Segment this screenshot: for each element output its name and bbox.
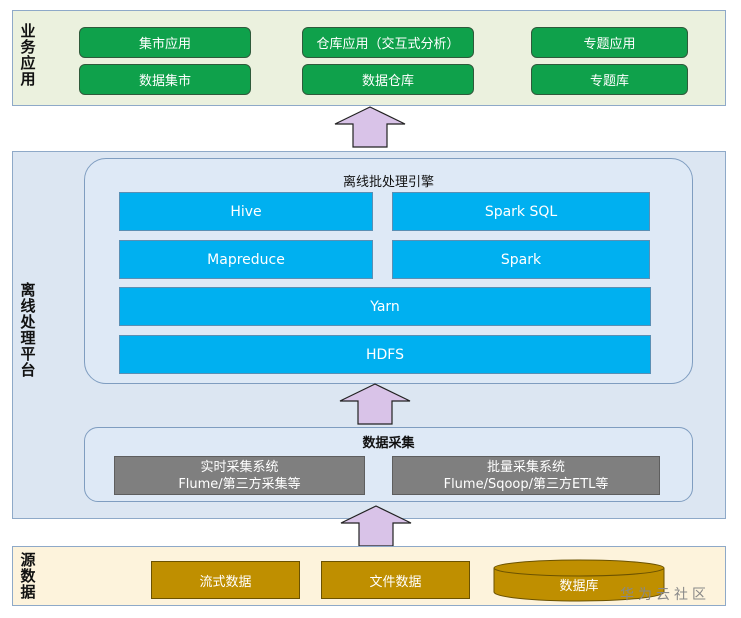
hdfs-box: HDFS (119, 335, 651, 374)
platform-layer-label: 离线处理平台 (20, 281, 36, 379)
topic-app-box: 专题应用 (531, 27, 688, 58)
realtime-collect-tools: Flume/第三方采集等 (178, 476, 301, 492)
data-mart-box: 数据集市 (79, 64, 251, 95)
source-layer-label: 源数据 (20, 551, 36, 601)
batch-collect-box: 批量采集系统 Flume/Sqoop/第三方ETL等 (392, 456, 660, 495)
realtime-collect-title: 实时采集系统 (200, 459, 279, 475)
spark-sql-box: Spark SQL (392, 192, 650, 231)
warehouse-app-box: 仓库应用（交互式分析） (302, 27, 474, 58)
batch-collect-tools: Flume/Sqoop/第三方ETL等 (443, 476, 609, 492)
up-arrow-icon (334, 106, 406, 148)
up-arrow-icon (339, 383, 411, 425)
spark-box: Spark (392, 240, 650, 279)
batch-engine-title: 离线批处理引擎 (342, 175, 434, 190)
file-data-box: 文件数据 (321, 561, 470, 599)
hive-box: Hive (119, 192, 373, 231)
topic-db-box: 专题库 (531, 64, 688, 95)
data-collect-title: 数据采集 (362, 436, 415, 451)
batch-collect-title: 批量采集系统 (486, 459, 565, 475)
business-layer-label: 业务应用 (20, 22, 36, 88)
database-label: 数据库 (559, 579, 599, 594)
stream-data-box: 流式数据 (151, 561, 300, 599)
mapreduce-box: Mapreduce (119, 240, 373, 279)
realtime-collect-box: 实时采集系统 Flume/第三方采集等 (114, 456, 365, 495)
mart-app-box: 集市应用 (79, 27, 251, 58)
yarn-box: Yarn (119, 287, 651, 326)
up-arrow-icon (340, 505, 412, 547)
data-warehouse-box: 数据仓库 (302, 64, 474, 95)
watermark: 华为云社区 (620, 587, 710, 603)
database-icon (493, 559, 665, 602)
